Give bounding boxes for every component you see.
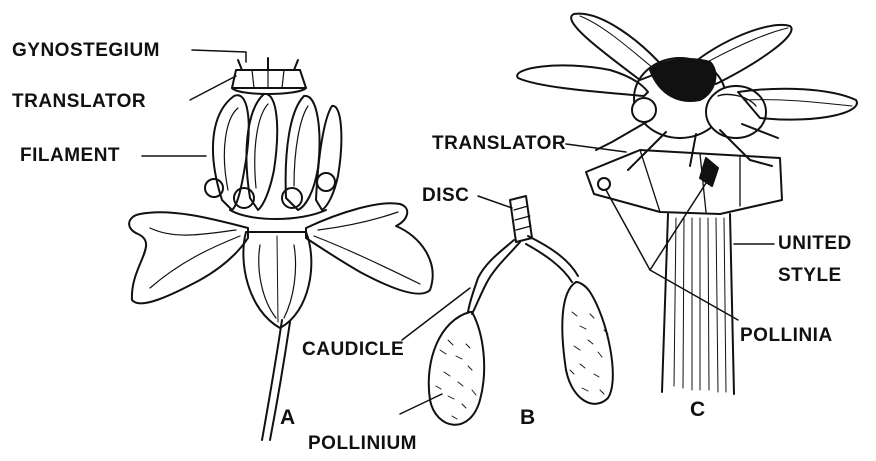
label-united: UNITED bbox=[778, 234, 852, 254]
leader-lines-a bbox=[142, 50, 246, 156]
flower-stalk bbox=[262, 320, 282, 440]
pollinium-right bbox=[562, 282, 613, 404]
label-filament: FILAMENT bbox=[20, 146, 120, 166]
label-disc: DISC bbox=[422, 186, 469, 206]
insect-head bbox=[632, 98, 656, 122]
stigma-head bbox=[586, 150, 782, 214]
label-translator-a: TRANSLATOR bbox=[12, 92, 146, 112]
corona-hood-4 bbox=[316, 106, 341, 210]
leader-lines-b bbox=[400, 196, 512, 414]
label-pollinia: POLLINIA bbox=[740, 326, 833, 346]
label-caudicle: CAUDICLE bbox=[302, 340, 404, 360]
gynostegium-head bbox=[232, 70, 306, 88]
corona-hood-2 bbox=[246, 94, 277, 210]
right-petal bbox=[306, 203, 433, 293]
label-translator-b: TRANSLATOR bbox=[432, 134, 566, 154]
label-gynostegium: GYNOSTEGIUM bbox=[12, 41, 160, 61]
pollinarium-figure-b bbox=[429, 196, 613, 425]
flower-figure-a bbox=[129, 58, 433, 440]
corona-hood-1 bbox=[213, 95, 249, 210]
left-petal bbox=[129, 212, 248, 303]
pollinium-left bbox=[429, 312, 484, 425]
panel-label-a: A bbox=[280, 408, 296, 428]
united-style-column bbox=[662, 214, 734, 394]
translator-arm-right bbox=[528, 236, 578, 276]
panel-label-c: C bbox=[690, 400, 706, 420]
knob bbox=[205, 179, 223, 197]
leader-lines-c bbox=[566, 144, 774, 320]
corona-hood-3 bbox=[286, 96, 320, 210]
label-style: STYLE bbox=[778, 266, 842, 286]
label-pollinium: POLLINIUM bbox=[308, 434, 417, 454]
panel-label-b: B bbox=[520, 408, 536, 428]
